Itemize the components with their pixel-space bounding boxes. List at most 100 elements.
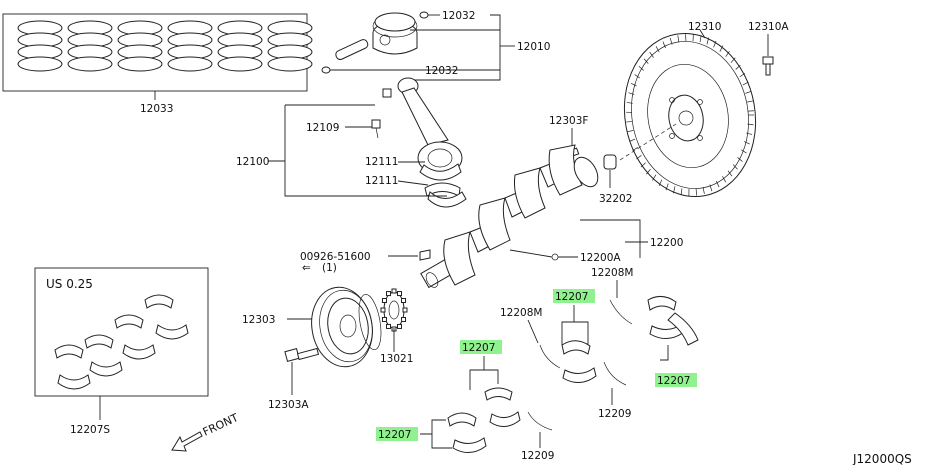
bearing-shell <box>122 344 156 360</box>
sprocket-tooth <box>380 307 386 313</box>
main-bearing-rear <box>647 296 699 346</box>
ring-gear-tooth <box>746 132 753 135</box>
label-12032-top[interactable]: 12032 <box>442 10 475 22</box>
label-12208M-right[interactable]: 12208M <box>591 267 633 279</box>
label-12310[interactable]: 12310 <box>688 21 721 33</box>
label-12111-top[interactable]: 12111 <box>365 156 398 168</box>
label-12207-c[interactable]: 12207 <box>657 375 690 387</box>
ring-gear-tooth <box>722 176 727 183</box>
crank-sprocket <box>380 288 408 332</box>
ring-gear-tooth <box>735 64 741 70</box>
label-12111-bottom[interactable]: 12111 <box>365 175 398 187</box>
ring-gear-tooth <box>741 149 747 154</box>
bearing-shell <box>54 344 84 359</box>
ring-gear-tooth <box>702 187 705 194</box>
pilot-bushing <box>603 154 617 170</box>
ring-gear-tooth <box>677 35 680 43</box>
front-label: FRONT <box>201 411 241 439</box>
ring-gear-tooth <box>640 162 646 168</box>
piston-ring <box>217 56 263 72</box>
ring-gear-tooth <box>725 50 730 57</box>
crank-pulley <box>311 286 382 368</box>
ring-gear-tooth <box>652 174 657 181</box>
highlight-12207-b <box>460 340 502 354</box>
sprocket-tooth <box>381 298 387 303</box>
label-12032-bottom[interactable]: 12032 <box>425 65 458 77</box>
front-arrow <box>171 431 203 452</box>
bearing-shell <box>89 361 123 377</box>
ring-gear-tooth <box>665 183 669 191</box>
ring-gear-tooth <box>713 40 717 48</box>
label-12208M-left[interactable]: 12208M <box>500 307 542 319</box>
ring-gear-tooth <box>646 168 651 175</box>
label-12010[interactable]: 12010 <box>517 41 550 53</box>
label-12200A[interactable]: 12200A <box>580 252 621 264</box>
label-12209-bottom[interactable]: 12209 <box>521 450 554 462</box>
sprocket-tooth <box>401 298 407 303</box>
ring-gear-tooth <box>727 170 733 177</box>
us-label: US 0.25 <box>46 277 93 291</box>
label-12303A[interactable]: 12303A <box>268 399 309 411</box>
bearing-shell <box>114 314 144 329</box>
label-12033[interactable]: 12033 <box>140 103 173 115</box>
label-12207-d[interactable]: 12207 <box>378 429 411 441</box>
ring-gear-tooth <box>627 130 634 133</box>
bearing-shell <box>84 334 114 349</box>
piston-ring <box>117 56 163 72</box>
bearing-shell <box>144 294 174 309</box>
ring-gear-tooth <box>634 74 640 79</box>
ring-gear-tooth <box>626 121 633 123</box>
thrust-washer-left <box>527 344 561 431</box>
piston <box>372 12 418 55</box>
ring-gear-tooth <box>638 65 644 71</box>
ring-gear-tooth <box>744 141 750 145</box>
ring-gear-tooth <box>669 37 673 45</box>
rod-cap <box>427 191 467 208</box>
bearing-shell <box>57 374 91 390</box>
label-00926-qty[interactable]: (1) <box>322 262 337 274</box>
piston-ring <box>267 56 313 72</box>
diagram-code: J12000QS <box>852 452 912 465</box>
highlight-12207-a <box>553 289 595 303</box>
highlight-12207-c <box>655 373 697 387</box>
connecting-rod <box>397 77 463 175</box>
ring-gear-tooth <box>732 164 738 170</box>
label-12310A[interactable]: 12310A <box>748 21 789 33</box>
ring-gear-tooth <box>716 180 720 188</box>
main-bearing-right-center <box>561 340 597 383</box>
label-00926-51600[interactable]: 00926-51600 <box>300 251 371 263</box>
sprocket-tooth <box>397 291 402 297</box>
flywheel <box>623 32 757 198</box>
ring-gear-tooth <box>747 123 754 126</box>
label-12207S[interactable]: 12207S <box>70 424 110 436</box>
ring-gear-tooth <box>695 188 698 196</box>
ring-gear-tooth <box>719 45 724 52</box>
label-12100[interactable]: 12100 <box>236 156 269 168</box>
rod-bearing <box>419 163 462 197</box>
label-32202[interactable]: 32202 <box>599 193 632 205</box>
label-12109[interactable]: 12109 <box>306 122 339 134</box>
ring-gear-tooth <box>742 81 749 86</box>
ring-gear-tooth <box>739 72 746 78</box>
label-12209-right[interactable]: 12209 <box>598 408 631 420</box>
sprocket-tooth <box>397 323 402 329</box>
ring-gear-tooth <box>649 51 654 58</box>
ring-gear-tooth <box>629 138 636 142</box>
bearing-shell <box>155 324 189 340</box>
sprocket-tooth <box>401 317 407 322</box>
rod-bolt <box>371 88 392 139</box>
ring-gear-tooth <box>632 147 639 151</box>
label-12200[interactable]: 12200 <box>650 237 683 249</box>
label-12207-a[interactable]: 12207 <box>555 291 588 303</box>
label-12207-b[interactable]: 12207 <box>462 342 495 354</box>
main-bearing-lower-front <box>447 412 487 453</box>
sprocket-tooth <box>402 307 408 313</box>
label-12303F[interactable]: 12303F <box>549 115 588 127</box>
label-12303[interactable]: 12303 <box>242 314 275 326</box>
piston-ring <box>167 56 213 72</box>
sprocket-tooth <box>386 323 391 329</box>
label-13021[interactable]: 13021 <box>380 353 413 365</box>
sprocket-tooth <box>391 288 397 294</box>
arrow-glyph: ⇐ <box>302 262 311 274</box>
piston-ring <box>17 56 63 72</box>
